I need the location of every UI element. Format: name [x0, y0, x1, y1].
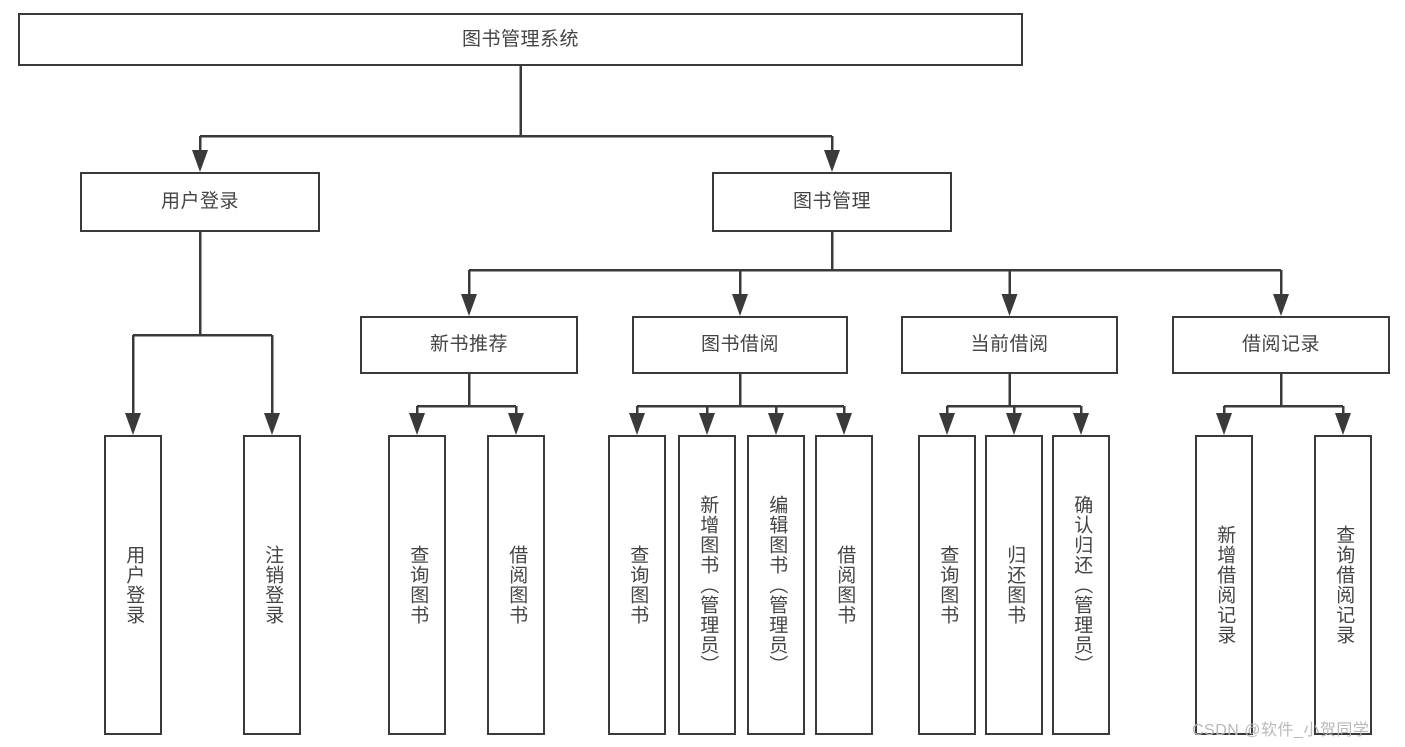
arrowhead-user-login: [192, 150, 208, 172]
node-label: 借阅图书: [834, 545, 856, 625]
node-label: 新增图书（管理员）: [697, 495, 719, 675]
arrowhead-leaf-borrow-book-2: [836, 413, 852, 435]
node-label: 查询图书: [407, 545, 429, 625]
arrowhead-leaf-add-book: [699, 413, 715, 435]
node-leaf-return-book[interactable]: 归还图书: [985, 435, 1043, 735]
arrowhead-new-book-rec: [461, 294, 477, 316]
node-leaf-borrow-book-1[interactable]: 借阅图书: [487, 435, 545, 735]
arrowhead-leaf-user-logout: [264, 413, 280, 435]
arrowhead-leaf-user-login: [125, 413, 141, 435]
node-label: 图书管理系统: [461, 28, 579, 50]
node-label: 新增借阅记录: [1214, 525, 1236, 645]
arrowhead-leaf-edit-book: [768, 413, 784, 435]
arrowhead-leaf-query-book-2: [629, 413, 645, 435]
node-label: 编辑图书（管理员）: [766, 495, 788, 675]
node-leaf-borrow-book-2[interactable]: 借阅图书: [815, 435, 873, 735]
node-leaf-user-logout[interactable]: 注销登录: [243, 435, 301, 735]
arrowhead-current-borrow: [1001, 294, 1018, 316]
node-label: 图书管理: [792, 191, 871, 213]
arrowhead-leaf-query-record: [1335, 413, 1351, 435]
node-label: 查询图书: [937, 545, 959, 625]
node-leaf-add-record[interactable]: 新增借阅记录: [1195, 435, 1253, 735]
arrowhead-borrow-record: [1273, 294, 1289, 316]
arrowhead-leaf-query-book-1: [409, 413, 425, 435]
node-label: 查询图书: [627, 545, 649, 625]
node-book-manage[interactable]: 图书管理: [712, 172, 952, 232]
node-label: 借阅图书: [506, 545, 528, 625]
node-borrow-record[interactable]: 借阅记录: [1172, 316, 1390, 374]
node-label: 用户登录: [160, 191, 239, 213]
node-label: 新书推荐: [429, 334, 508, 356]
node-new-book-rec[interactable]: 新书推荐: [360, 316, 578, 374]
node-leaf-user-login[interactable]: 用户登录: [104, 435, 162, 735]
node-leaf-confirm-return[interactable]: 确认归还（管理员）: [1052, 435, 1110, 735]
node-label: 确认归还（管理员）: [1071, 495, 1093, 675]
node-label: 当前借阅: [970, 334, 1049, 356]
node-user-login[interactable]: 用户登录: [80, 172, 320, 232]
arrowhead-leaf-confirm-return: [1073, 413, 1089, 435]
arrowhead-book-manage: [824, 150, 840, 172]
node-leaf-edit-book[interactable]: 编辑图书（管理员）: [747, 435, 805, 735]
node-leaf-query-book-1[interactable]: 查询图书: [388, 435, 446, 735]
node-leaf-add-book[interactable]: 新增图书（管理员）: [678, 435, 736, 735]
node-leaf-query-book-2[interactable]: 查询图书: [608, 435, 666, 735]
node-label: 归还图书: [1004, 545, 1026, 625]
arrowhead-leaf-add-record: [1216, 413, 1232, 435]
node-root[interactable]: 图书管理系统: [18, 13, 1023, 66]
node-label: 借阅记录: [1241, 334, 1320, 356]
arrowhead-leaf-return-book: [1006, 413, 1022, 435]
arrowhead-book-borrow: [732, 294, 748, 316]
node-leaf-query-record[interactable]: 查询借阅记录: [1314, 435, 1372, 735]
watermark-text: CSDN @软件_小贺同学: [1192, 722, 1370, 739]
node-leaf-query-book-3[interactable]: 查询图书: [918, 435, 976, 735]
node-label: 用户登录: [123, 545, 145, 625]
arrowhead-leaf-borrow-book-1: [508, 413, 524, 435]
node-label: 注销登录: [262, 545, 284, 625]
node-label: 查询借阅记录: [1333, 525, 1355, 645]
node-label: 图书借阅: [700, 334, 779, 356]
node-current-borrow[interactable]: 当前借阅: [901, 316, 1118, 374]
arrowhead-leaf-query-book-3: [939, 413, 955, 435]
node-book-borrow[interactable]: 图书借阅: [632, 316, 848, 374]
